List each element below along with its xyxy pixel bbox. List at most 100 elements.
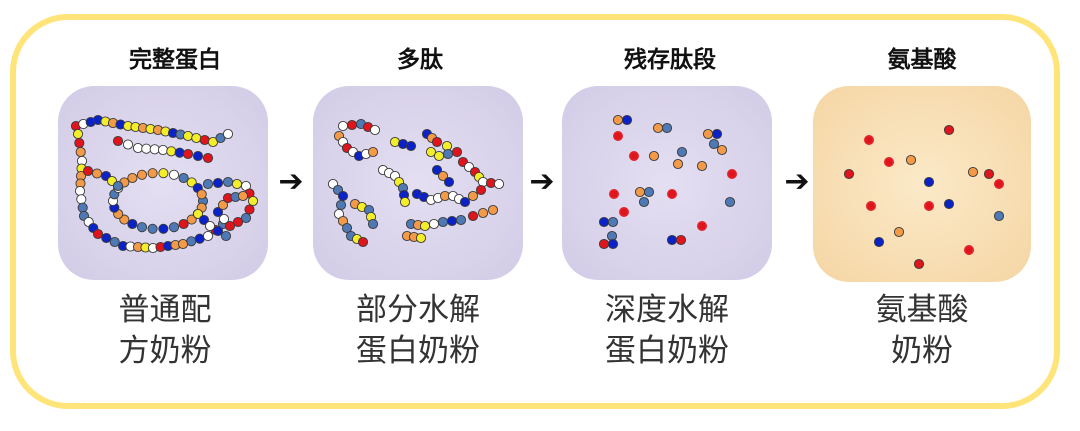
amino-acid-bead [109, 236, 120, 248]
amino-acid-bead [873, 236, 885, 248]
amino-acid-bead [455, 214, 467, 226]
stage-title-residual-peptides: 残存肽段 [624, 47, 716, 73]
amino-acid-bead [192, 150, 204, 162]
amino-acid-bead [186, 214, 197, 225]
stage-label-partially-hydrolyzed: 部分水解 蛋白奶粉 [356, 292, 480, 369]
amino-acid-bead [136, 169, 148, 180]
amino-acid-bead [993, 210, 1005, 222]
amino-acid-bead [667, 189, 678, 200]
amino-acid-bead [217, 199, 229, 211]
amino-acid-bead [943, 124, 955, 136]
amino-acid-bead [612, 114, 624, 126]
amino-acid-bead [696, 160, 708, 172]
amino-acid-bead [337, 190, 349, 202]
amino-acid-bead [983, 168, 995, 180]
amino-acid-bead [224, 220, 236, 232]
amino-acid-bead [446, 215, 458, 227]
amino-acid-bead [232, 216, 244, 228]
amino-acid-bead [202, 178, 214, 190]
amino-acid-bead [367, 218, 379, 230]
amino-acid-bead [711, 128, 723, 140]
amino-acid-bead [923, 176, 935, 188]
amino-acid-bead [101, 232, 112, 244]
amino-acid-bead [607, 216, 619, 228]
amino-acid-bead [168, 222, 180, 233]
amino-acid-bead [425, 146, 437, 158]
amino-acid-bead [967, 166, 979, 178]
amino-acid-bead [608, 189, 619, 200]
amino-acid-bead [182, 148, 194, 160]
amino-acid-bead [905, 154, 917, 166]
amino-acid-bead [367, 146, 379, 158]
arrow-icon: ➔ [784, 164, 810, 199]
amino-acid-bead [475, 184, 487, 196]
amino-acid-bead [147, 168, 158, 179]
amino-acid-bead [994, 179, 1005, 190]
residual-peptide-illustration [562, 86, 772, 280]
amino-acid-bead [212, 206, 224, 218]
amino-acid-bead [451, 146, 463, 158]
amino-acid-bead [186, 236, 197, 247]
amino-acid-bead [77, 202, 88, 213]
amino-acid-bead [237, 190, 249, 202]
amino-acid-bead [697, 221, 708, 232]
amino-acid-bead [357, 236, 369, 248]
amino-acid-bead [92, 228, 104, 240]
amino-acid-bead [675, 234, 687, 246]
amino-acid-bead [212, 177, 224, 189]
amino-acid-bead [442, 148, 454, 160]
amino-acid-bead [244, 204, 255, 215]
amino-acid-bead [433, 150, 445, 162]
amino-acid-bead [459, 196, 471, 208]
amino-acid-bead [136, 222, 148, 233]
amino-acid-bead [222, 176, 234, 188]
amino-acid-bead [141, 143, 152, 154]
amino-acid-bead [943, 198, 955, 210]
amino-acid-bead [467, 190, 479, 202]
amino-acid-bead [127, 218, 138, 230]
yellow-rounded-frame [10, 14, 1060, 409]
amino-acid-bead [598, 238, 610, 250]
amino-acid-bead [666, 234, 678, 246]
amino-acid-bead [638, 196, 650, 208]
amino-acid-bead [204, 220, 216, 232]
stage-title-amino-acids: 氨基酸 [887, 47, 957, 73]
stage-label-regular-formula: 普通配 方奶粉 [118, 292, 212, 369]
panel-peptides [313, 86, 523, 280]
amino-acid-bead [884, 157, 895, 168]
stage-title-peptides: 多肽 [397, 47, 443, 73]
amino-acid-bead [405, 140, 417, 152]
amino-acid-bead [865, 201, 876, 212]
stage-label-extensively-hydrolyzed: 深度水解 蛋白奶粉 [605, 292, 729, 369]
amino-acid-bead [964, 245, 975, 256]
amino-acid-bead [369, 124, 381, 136]
peptide-fragments-illustration [313, 86, 523, 280]
amino-acid-bead [437, 216, 449, 228]
amino-acid-bead [240, 212, 252, 224]
amino-acid-bead [122, 139, 134, 150]
amino-acid-bead [493, 178, 505, 190]
amino-acid-bead [72, 128, 84, 140]
amino-acid-bead [346, 119, 358, 131]
amino-acid-bead [428, 218, 440, 230]
amino-acid-bead [337, 120, 349, 132]
amino-acid-bead [477, 207, 489, 219]
amino-acid-bead [634, 186, 646, 198]
amino-acid-bead [341, 222, 353, 234]
amino-acid-bead [174, 147, 185, 158]
amino-acid-bead [431, 164, 443, 176]
amino-acid-bead [727, 169, 738, 180]
amino-acid-bead [648, 150, 660, 162]
free-amino-acids-illustration [813, 86, 1031, 282]
amino-acid-bead [75, 146, 86, 158]
panel-residual-peptides [562, 86, 772, 280]
amino-acid-bead [147, 223, 158, 234]
amino-acid-bead [191, 132, 202, 144]
amino-acid-bead [166, 146, 177, 157]
amino-acid-bead [222, 128, 234, 140]
amino-acid-bead [178, 172, 189, 184]
arrow-icon: ➔ [529, 164, 555, 199]
amino-acid-bead [661, 122, 673, 134]
stage-label-amino-acid-formula: 氨基酸 奶粉 [875, 292, 969, 369]
amino-acid-bead [112, 180, 124, 192]
